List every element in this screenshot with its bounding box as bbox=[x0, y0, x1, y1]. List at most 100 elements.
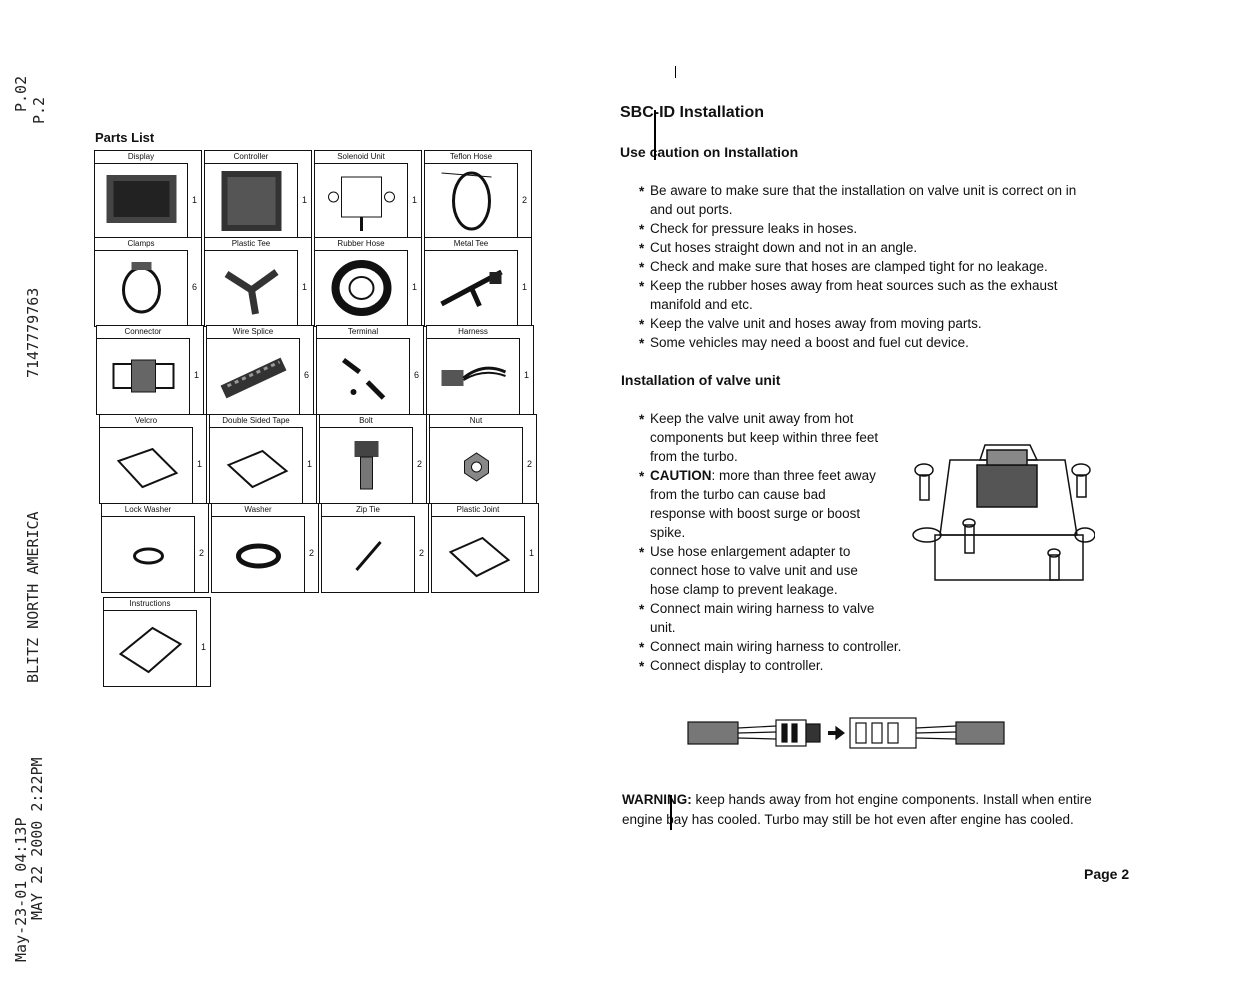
fax-timestamp-2: MAY 22 2000 2:22PM bbox=[28, 757, 46, 920]
part-name: Rubber Hose bbox=[315, 238, 407, 251]
part-quantity: 6 bbox=[187, 250, 201, 326]
part-name: Display bbox=[95, 151, 187, 164]
part-name: Instructions bbox=[104, 598, 196, 611]
caution-label: CAUTION bbox=[650, 468, 712, 483]
part-quantity: 1 bbox=[297, 163, 311, 239]
part-name: Washer bbox=[212, 504, 304, 517]
part-quantity: 1 bbox=[189, 338, 203, 414]
tape-icon bbox=[214, 431, 299, 499]
warning-label: WARNING: bbox=[622, 792, 692, 807]
part-quantity: 2 bbox=[412, 427, 426, 503]
part-name: Solenoid Unit bbox=[315, 151, 407, 164]
part-quantity: 6 bbox=[299, 338, 313, 414]
scan-artifact-line bbox=[654, 110, 656, 160]
washer-icon bbox=[216, 520, 301, 588]
page-number: Page 2 bbox=[1084, 866, 1130, 882]
part-name: Controller bbox=[205, 151, 297, 164]
valve-instruction-item: CAUTION: more than three feet away from … bbox=[630, 466, 880, 542]
plastic-tee-icon bbox=[209, 254, 294, 322]
caution-list: Be aware to make sure that the installat… bbox=[630, 181, 1100, 353]
caution-item: Check and make sure that hoses are clamp… bbox=[630, 257, 1100, 277]
clamp-icon bbox=[99, 254, 184, 322]
part-name: Zip Tie bbox=[322, 504, 414, 517]
caution-item: Keep the valve unit and hoses away from … bbox=[630, 314, 1100, 334]
harness-icon bbox=[431, 342, 516, 410]
bolt-icon bbox=[324, 431, 409, 499]
caution-item: Some vehicles may need a boost and fuel … bbox=[630, 333, 1100, 353]
fax-phone-number: 7147779763 bbox=[24, 287, 42, 378]
velcro-icon bbox=[104, 431, 189, 499]
part-name: Plastic Joint bbox=[432, 504, 524, 517]
caution-item: Be aware to make sure that the installat… bbox=[630, 181, 1100, 219]
part-quantity: 1 bbox=[524, 516, 538, 592]
valve-instruction-item: Use hose enlargement adapter to connect … bbox=[630, 542, 880, 599]
part-quantity: 2 bbox=[304, 516, 318, 592]
warning-paragraph: WARNING: keep hands away from hot engine… bbox=[622, 790, 1092, 829]
part-name: Metal Tee bbox=[425, 238, 517, 251]
caution-heading: Use caution on Installation bbox=[620, 144, 799, 160]
connector-diagram bbox=[687, 717, 1005, 749]
warning-text: keep hands away from hot engine componen… bbox=[622, 792, 1092, 827]
part-name: Wire Splice bbox=[207, 326, 299, 339]
lock-washer-icon bbox=[106, 520, 191, 588]
part-quantity: 1 bbox=[192, 427, 206, 503]
part-quantity: 2 bbox=[194, 516, 208, 592]
part-name: Velcro bbox=[100, 415, 192, 428]
part-quantity: 1 bbox=[196, 610, 210, 686]
plastic-joint-icon bbox=[436, 520, 521, 588]
zip-tie-icon bbox=[326, 520, 411, 588]
part-quantity: 1 bbox=[187, 163, 201, 239]
fax-page-number-top: P.02 bbox=[12, 75, 30, 112]
part-name: Bolt bbox=[320, 415, 412, 428]
terminal-icon bbox=[321, 342, 406, 410]
part-name: Connector bbox=[97, 326, 189, 339]
valve-instruction-item: Connect main wiring harness to valve uni… bbox=[630, 599, 880, 637]
hose-icon bbox=[429, 167, 514, 235]
part-name: Lock Washer bbox=[102, 504, 194, 517]
wire-splice-icon bbox=[211, 342, 296, 410]
part-name: Terminal bbox=[317, 326, 409, 339]
manual-icon bbox=[108, 614, 193, 682]
controller-icon bbox=[209, 167, 294, 235]
part-quantity: 1 bbox=[302, 427, 316, 503]
valve-instruction-item: Connect display to controller. bbox=[630, 656, 950, 676]
part-quantity: 1 bbox=[297, 250, 311, 326]
valve-instruction-item: Connect main wiring harness to controlle… bbox=[630, 637, 950, 657]
part-name: Nut bbox=[430, 415, 522, 428]
part-quantity: 2 bbox=[522, 427, 536, 503]
fax-company-name: BLITZ NORTH AMERICA bbox=[24, 511, 42, 683]
part-name: Plastic Tee bbox=[205, 238, 297, 251]
valve-instructions-list-continued: Connect main wiring harness to controlle… bbox=[630, 637, 950, 676]
part-quantity: 1 bbox=[517, 250, 531, 326]
fax-page-number-bottom: P.2 bbox=[30, 96, 48, 124]
part-name: Clamps bbox=[95, 238, 187, 251]
caution-item: Check for pressure leaks in hoses. bbox=[630, 219, 1100, 239]
part-quantity: 1 bbox=[407, 250, 421, 326]
scan-artifact-line-2 bbox=[670, 795, 672, 830]
part-name: Double Sided Tape bbox=[210, 415, 302, 428]
part-name: Teflon Hose bbox=[425, 151, 517, 164]
nut-icon bbox=[434, 431, 519, 499]
parts-list-title: Parts List bbox=[95, 130, 155, 145]
valve-instructions-list: Keep the valve unit away from hot compon… bbox=[630, 409, 880, 637]
